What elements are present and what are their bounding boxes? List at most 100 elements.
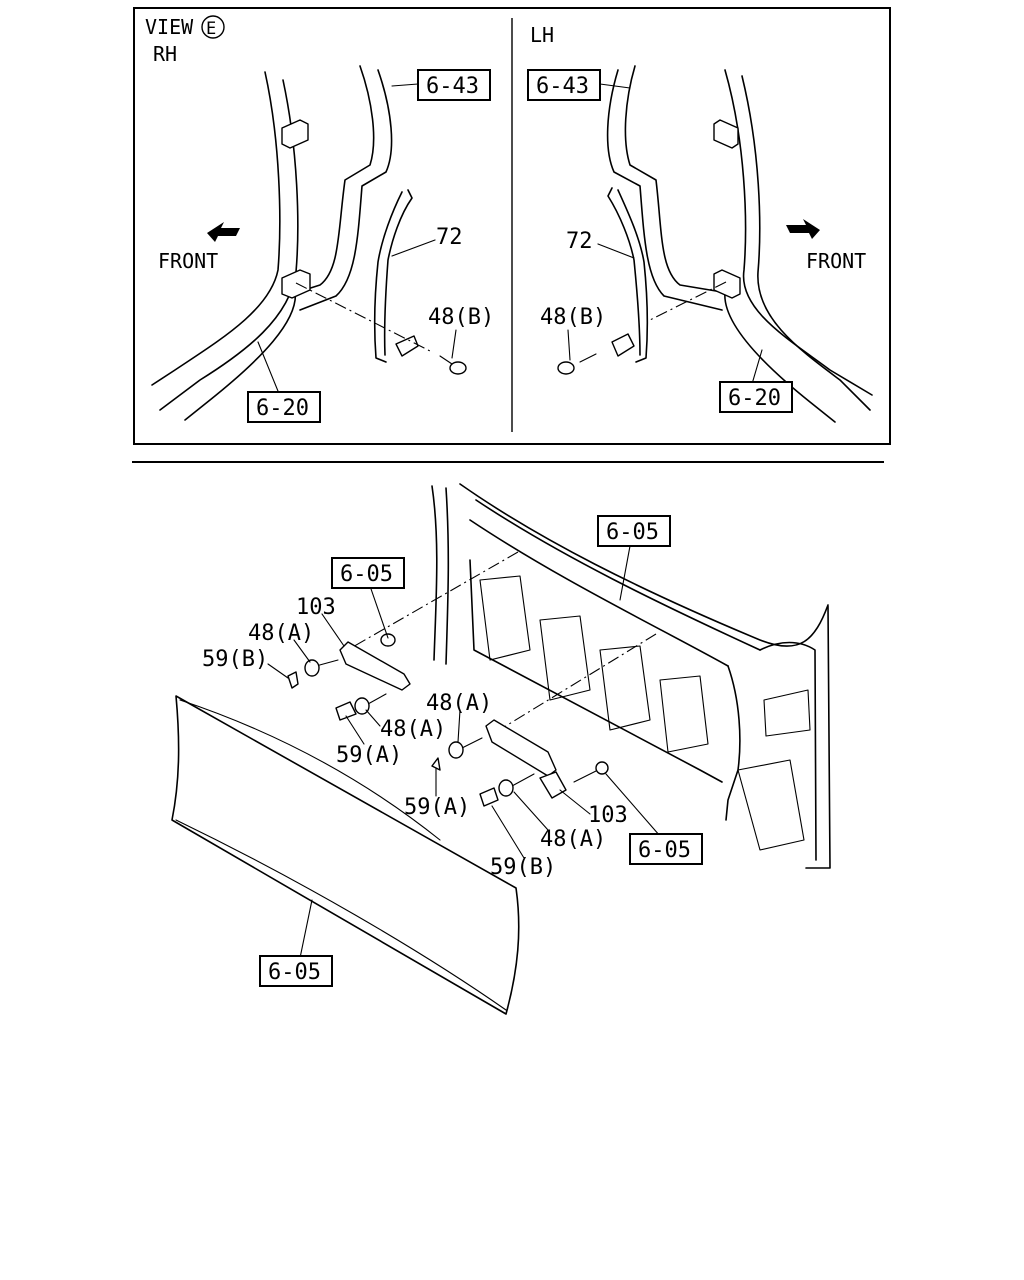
leader-panel-top: [619, 545, 631, 601]
part-48a-1: 48(A): [248, 621, 314, 646]
bolt-head: [304, 659, 320, 677]
cab-front-panel: [431, 483, 831, 869]
part-48a-3: 48(A): [426, 691, 492, 716]
grille-outline: [171, 695, 520, 1015]
part-59b-2: 59(B): [490, 855, 556, 880]
part-59b-1: 59(B): [202, 647, 268, 672]
bracket-left-ref: 6-05: [340, 562, 393, 587]
rh-pillar-outer: [151, 71, 281, 386]
leader-48a-2: [365, 709, 381, 727]
lh-pillar-inner: [741, 75, 871, 411]
rh-side-label: RH: [153, 42, 177, 66]
grille-lower-edge: [175, 819, 507, 1011]
rh-rear-pillar-a: [297, 65, 375, 293]
rh-front-label: FRONT: [158, 249, 218, 273]
panel-right-inner: [759, 641, 817, 861]
lower-bracket-103: [485, 719, 567, 799]
lh-ref-bottom-box: [719, 381, 793, 413]
panel-left-edge: [431, 485, 438, 661]
rh-part-72: 72: [436, 225, 463, 250]
panel-headlamp-recess: [763, 689, 811, 737]
part-48a-4: 48(A): [540, 827, 606, 852]
panel-top-ref-box: [597, 515, 671, 547]
part-48a-2: 48(A): [380, 717, 446, 742]
upper-bracket-103: [339, 633, 411, 691]
view-e-panel: VIEW E RH LH: [133, 7, 891, 445]
assembly-line-upper-bracket: [343, 551, 519, 653]
rh-floor-edge: [184, 289, 297, 421]
upper-bracket-bolt: [380, 633, 396, 647]
bolt-shank: [511, 773, 535, 787]
leader-bolt-right-605: [605, 773, 661, 837]
lh-upper-tab: [713, 119, 739, 149]
part-103-upper: 103: [296, 595, 336, 620]
view-title: VIEW: [145, 15, 194, 39]
rh-rear-pillar-b: [299, 69, 393, 311]
lh-ref-top-box: [527, 69, 601, 101]
bolt-shank: [367, 693, 387, 705]
leader-48a-3: [457, 709, 461, 743]
panel-opening-1: [479, 575, 531, 661]
lh-leader-620: [751, 349, 763, 385]
lh-bolt-48b: [557, 353, 597, 375]
rh-bolt-48b: [439, 355, 467, 375]
panel-lower-right-detail: [737, 759, 805, 851]
bolt-48a-upper-center: [354, 693, 387, 715]
lh-pipe-72-a: [607, 187, 641, 356]
part-59a-1: 59(A): [336, 743, 402, 768]
panel-opening-4: [659, 675, 709, 753]
view-frame: [133, 7, 891, 445]
bracket-right-ref-box: [629, 833, 703, 865]
view-marker: E: [201, 15, 225, 39]
rh-pipe-72-b: [373, 191, 403, 363]
panel-right-recess: [725, 665, 741, 821]
view-marker-circle: [201, 15, 225, 39]
lh-assembly-line: [649, 281, 727, 321]
rh-leader-48b: [451, 329, 457, 359]
lh-pipe-72-b: [617, 189, 649, 363]
lh-lower-tab: [713, 269, 741, 299]
clip-59b-upper: [287, 671, 299, 689]
lh-rear-pillar-a: [624, 65, 723, 293]
leader-bracket-left-605: [369, 585, 389, 639]
leader-48a-1: [293, 639, 311, 663]
rh-ref-top-box: [417, 69, 491, 101]
front-panel-assembly: 6-05 6-05 103 48(A) 59(B) 48(A) 59(A) 48…: [171, 483, 831, 1015]
rh-front-arrow-icon: [207, 222, 240, 242]
lh-bolt-head: [557, 361, 575, 375]
lower-bracket-tab: [539, 771, 567, 799]
panel-top-ref: 6-05: [606, 520, 659, 545]
rh-bolt-shank: [439, 355, 453, 365]
bolt-right-605: [573, 761, 609, 783]
lh-floor-edge: [724, 291, 836, 423]
rh-lower-tab: [281, 269, 311, 299]
rh-part-48b: 48(B): [428, 305, 494, 330]
bolt-head: [595, 761, 609, 775]
panel-left-edge-inner: [445, 487, 450, 665]
rh-leader-72: [391, 239, 436, 257]
leader-48a-4: [513, 791, 549, 831]
lh-bolt-shank: [579, 353, 597, 363]
grille-ref-box: [259, 955, 333, 987]
leader-59b-2: [491, 805, 525, 859]
part-103-lower: 103: [588, 803, 628, 828]
rh-bolt-head: [449, 361, 467, 375]
part-59a-2: 59(A): [404, 795, 470, 820]
bolt-head: [498, 779, 514, 797]
leader-59a-1: [345, 715, 365, 745]
rh-ref-bottom: 6-20: [256, 396, 309, 421]
lower-bracket-body: [485, 719, 557, 777]
rh-leader-643: [391, 83, 419, 87]
rh-pipe-clamp: [395, 335, 419, 357]
panel-opening-2: [539, 615, 591, 701]
upper-bracket-body: [339, 641, 411, 691]
lh-pipe-clamp: [611, 333, 635, 357]
lh-leader-72: [597, 243, 635, 259]
panel-rib-1: [469, 519, 729, 667]
panel-top-edge-inner: [475, 499, 761, 651]
bolt-shank: [315, 659, 339, 667]
bolt-48a-upper-left: [304, 659, 339, 677]
clip-59a-upper: [335, 701, 357, 721]
grille-ref: 6-05: [268, 960, 321, 985]
panel-lower-edge: [469, 559, 723, 783]
